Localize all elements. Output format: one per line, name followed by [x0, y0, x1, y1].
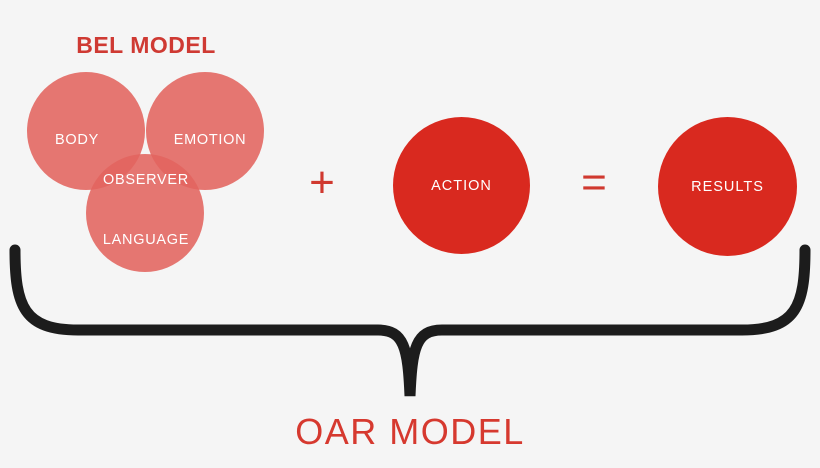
bel-model-title: BEL MODEL [76, 32, 216, 58]
venn-label-emotion: EMOTION [173, 132, 247, 148]
plus-operator-icon: + [309, 158, 335, 207]
bel-venn-diagram: BODY EMOTION OBSERVER LANGUAGE [22, 68, 272, 278]
results-label: RESULTS [691, 178, 764, 195]
venn-circle-language [86, 154, 204, 272]
oar-model-title: OAR MODEL [295, 411, 525, 452]
action-label: ACTION [431, 177, 492, 194]
results-circle: RESULTS [658, 117, 797, 256]
grouping-brace-icon [9, 244, 811, 397]
action-circle: ACTION [393, 117, 530, 254]
venn-label-body: BODY [55, 132, 99, 148]
equals-operator-icon: = [581, 158, 607, 207]
venn-label-observer: OBSERVER [103, 172, 189, 188]
venn-label-language: LANGUAGE [102, 232, 190, 248]
